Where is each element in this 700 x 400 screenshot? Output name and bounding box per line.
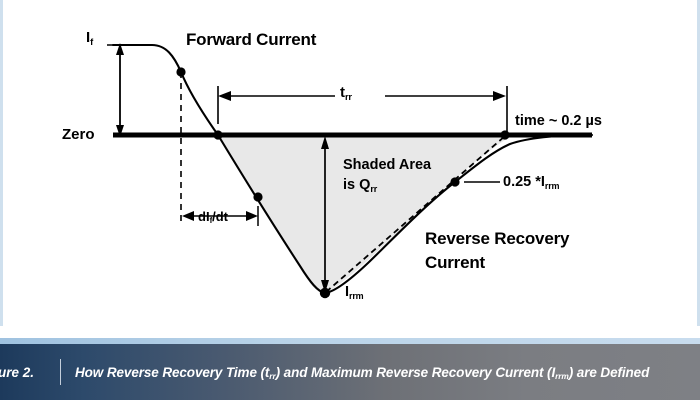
label-shaded-area-line1: Shaded Area [343,157,432,173]
label-trr: trr [340,84,352,102]
caption-figure-number: igure 2. [0,364,35,380]
label-reverse-recovery-line2: Current [425,253,485,272]
label-if: If [86,29,94,47]
caption-text: How Reverse Recovery Time (trr) and Maxi… [75,364,650,381]
if-dimension-arrow [107,43,152,137]
left-edge-rule [0,0,3,326]
diagram-area: If Zero Forward Current trr time ~ 0.2 µ… [0,0,700,326]
marker-didt-start [176,67,186,77]
trr-dimension-arrow [217,86,508,132]
caption-divider [60,359,61,385]
right-edge-rule [697,0,700,326]
label-reverse-recovery-line1: Reverse Recovery [425,229,570,248]
label-zero: Zero [62,126,95,143]
marker-irrm-min [319,287,331,299]
label-quarter-irrm: 0.25 *Irrm [503,174,560,191]
waveform-plot [107,43,594,299]
didt-dimension-arrow [182,206,259,226]
marker-trr-end [500,130,510,140]
marker-quarter-irrm [450,177,460,187]
caption-inner: igure 2. How Reverse Recovery Time (trr)… [0,344,700,400]
marker-didt-end [253,192,263,202]
label-forward-current: Forward Current [186,30,317,49]
marker-zero-cross [213,130,223,140]
label-time-note: time ~ 0.2 µs [515,113,602,129]
shaded-qrr-region [218,135,505,293]
label-shaded-area-line2: is Qrr [343,177,378,194]
irrm-dimension-arrow [321,136,329,293]
figure-caption-bar: igure 2. How Reverse Recovery Time (trr)… [0,338,700,400]
label-didt: dIf/dt [198,209,228,226]
label-irrm: Irrm [345,284,364,301]
caption-top-strip [0,338,700,344]
